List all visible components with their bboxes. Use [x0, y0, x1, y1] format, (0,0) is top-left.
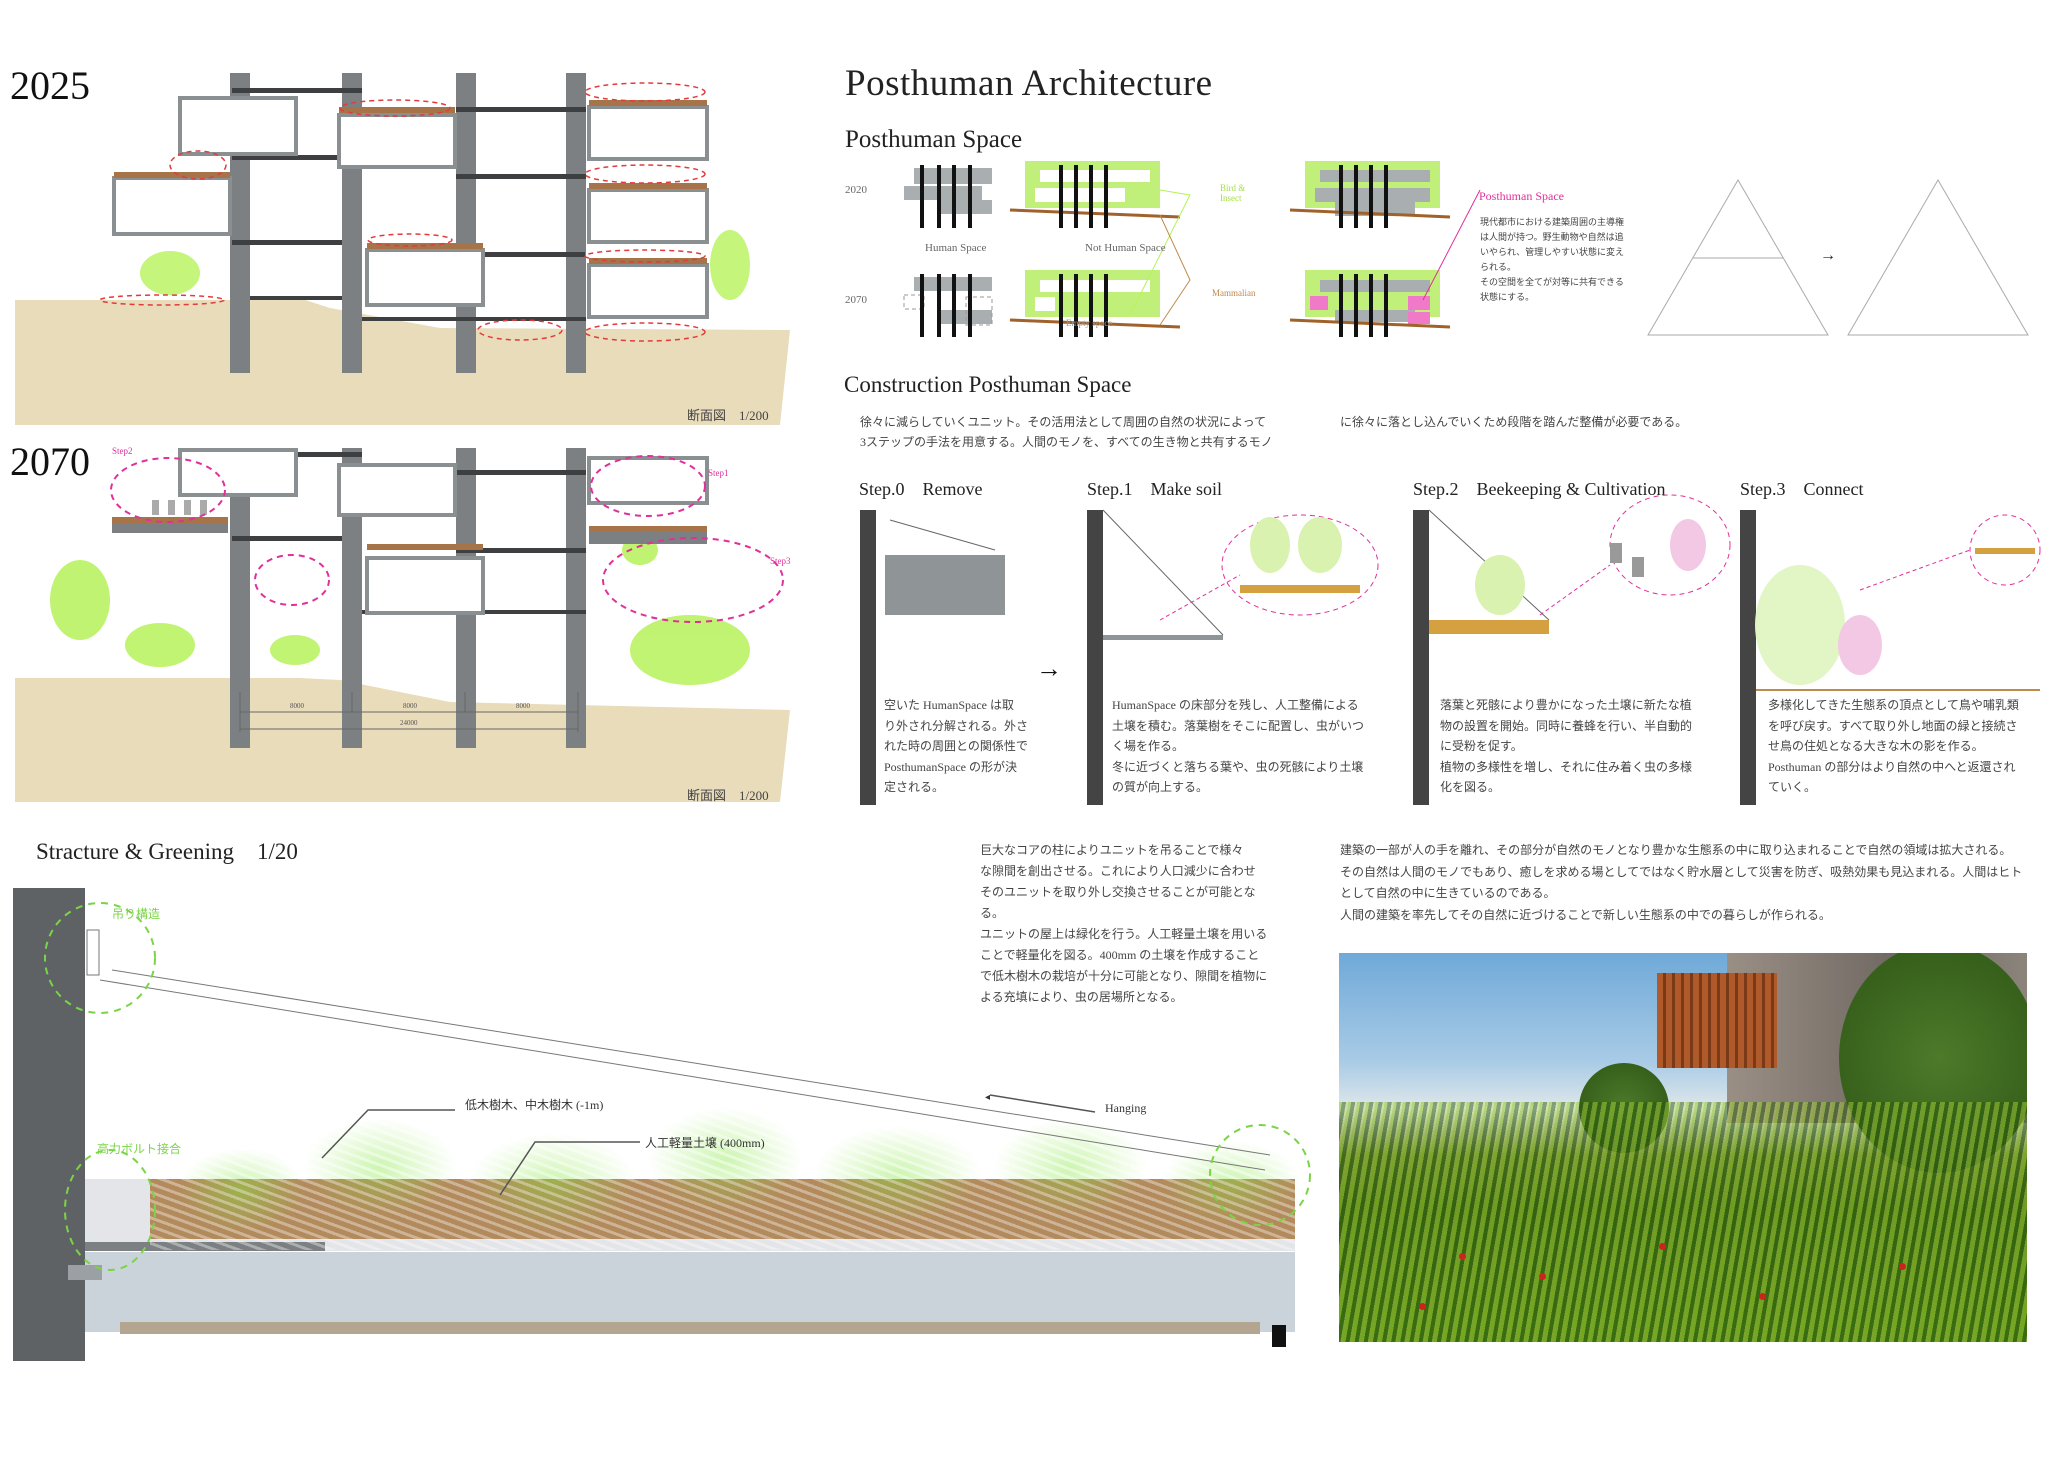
core-column — [13, 888, 85, 1361]
arrow-right-icon: → — [1820, 247, 1836, 264]
trees — [50, 535, 750, 685]
bracket-plate — [85, 1242, 325, 1251]
year-2025-label: 2025 — [10, 63, 90, 108]
remaining-floors — [112, 517, 707, 550]
posthuman-pink — [1310, 296, 1430, 324]
year-2020: 2020 — [845, 184, 867, 196]
caption-not-human-space: Not Human Space — [1085, 242, 1166, 254]
posthuman-description: 現代都市における建築周囲の主導権 は人間が持つ。野生動物や自然は追 いやられ、管… — [1480, 217, 1625, 302]
step-walls — [860, 510, 1756, 805]
triangles — [1647, 179, 2029, 336]
hanging-arrow-icon: ◂ — [985, 1092, 990, 1103]
dimension-lines — [239, 692, 579, 732]
annotation-posthuman-space: Posthuman Space — [1479, 189, 1564, 203]
detail-text-mid: 巨大なコアの柱によりユニットを吊ることで様々 な隙間を創出させる。これにより人口… — [980, 843, 1268, 1004]
detail-annotations: ◂ — [44, 902, 1311, 1271]
ground — [15, 678, 790, 802]
step-0-label: Step.0 Remove — [859, 479, 983, 499]
annotation-mammalian: Mammalian — [1212, 288, 1256, 298]
trees-left — [140, 230, 750, 300]
render-timber-louvers — [1657, 973, 1777, 1068]
construction-intro-left: 徐々に減らしていくユニット。その活用法として周囲の自然の状況によって 3ステップ… — [860, 415, 1273, 449]
floor-finish — [120, 1322, 1260, 1334]
caption-human-space: Human Space — [925, 242, 987, 254]
label-step1: Step1 — [708, 468, 729, 478]
shrub-foliage — [150, 1100, 1300, 1250]
bolt-bracket — [68, 1265, 102, 1280]
year-2070: 2070 — [845, 294, 867, 306]
detail-text-right: 建築の一部が人の手を離れ、その部分が自然のモノとなり豊かな生態系の中に取り込まれ… — [1340, 843, 2023, 922]
section-2025-drawing — [15, 73, 790, 425]
dim-total: 24000 — [400, 719, 418, 727]
units — [178, 448, 709, 615]
beehives — [152, 500, 207, 515]
section-2070-drawing: 8000 8000 8000 24000 Step2 Step1 Step3 — [15, 446, 791, 802]
year-2070-label: 2070 — [10, 439, 90, 484]
section-2070-scale: 断面図 1/200 — [687, 788, 769, 803]
structure-columns — [920, 165, 1388, 337]
label-bolt-joint: 高力ボルト接合 — [97, 1142, 182, 1156]
label-hanging-structure: 吊り構造 — [112, 907, 161, 921]
section-2025-scale: 断面図 1/200 — [687, 408, 769, 423]
step-1-label: Step.1 Make soil — [1087, 479, 1222, 499]
unit-slab — [85, 1252, 1295, 1332]
posthuman-space-heading: Posthuman Space — [845, 126, 1023, 153]
human-space-2020 — [904, 168, 992, 214]
construction-heading: Construction Posthuman Space — [844, 372, 1132, 397]
magenta-dashed-ellipses — [110, 455, 784, 623]
dim-2: 8000 — [403, 702, 418, 710]
step-1-text: HumanSpace の床部分を残し、人工整備による 土壌を積む。落葉樹をそこに… — [1112, 698, 1365, 794]
units — [112, 96, 709, 319]
unit-end-cap — [1272, 1325, 1286, 1347]
lightweight-soil — [150, 1179, 1295, 1239]
step-2-text: 落葉と死骸により豊かになった土壌に新たな植 物の設置を開始。同時に養蜂を行い、半… — [1440, 698, 1693, 794]
label-trees: 低木樹木、中木樹木 (-1m) — [465, 1098, 604, 1112]
step-3-text: 多様化してきた生態系の頂点として鳥や哺乳類 を呼び戻す。すべて取り外し地面の緑と… — [1768, 698, 2019, 794]
step-0-text: 空いた HumanSpace は取 り外され分解される。外さ れた時の周囲との関… — [884, 698, 1029, 794]
detail-heading: Stracture & Greening 1/20 — [36, 839, 298, 864]
construction-steps-drawings: → — [860, 494, 2041, 805]
red-dashed-ellipses — [99, 82, 706, 342]
green-dashed-circles — [44, 902, 1311, 1271]
construction-intro-right: に徐々に落とし込んでいくため段階を踏んだ整備が必要である。 — [1340, 415, 1688, 429]
dim-3: 8000 — [516, 702, 531, 710]
ground — [15, 300, 790, 425]
label-soil: 人工軽量土壌 (400mm) — [645, 1136, 765, 1150]
render-grass — [1339, 1102, 2027, 1342]
step-3-label: Step.3 Connect — [1740, 479, 1864, 499]
annotation-empty-space: Empty space — [1066, 318, 1113, 328]
label-step2: Step2 — [112, 446, 133, 456]
posthuman-diagrams: → — [903, 161, 2029, 337]
page-title: Posthuman Architecture — [845, 63, 1213, 104]
dim-1: 8000 — [290, 702, 305, 710]
step-2-label: Step.2 Beekeeping & Cultivation — [1413, 479, 1666, 499]
rendered-perspective-image — [1339, 953, 2027, 1342]
label-step3: Step3 — [770, 556, 791, 566]
bridges — [232, 88, 586, 321]
label-hanging: Hanging — [1105, 1101, 1147, 1115]
hanging-cable — [86, 929, 1271, 1171]
annotation-bird-insect: Bird & Insect — [1220, 183, 1246, 203]
arrow-step-icon: → — [1036, 654, 1062, 683]
step0-unit — [885, 555, 1005, 615]
